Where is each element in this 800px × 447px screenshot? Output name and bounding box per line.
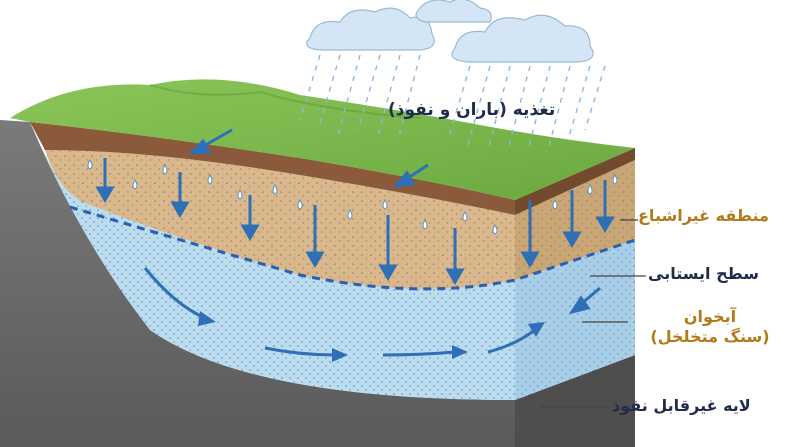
cloud-icon bbox=[306, 7, 435, 51]
flow-arrow-icon bbox=[568, 286, 601, 315]
label-impermeable-layer: لایه غیرقابل نفوذ bbox=[612, 396, 751, 415]
label-aquifer-line1: آبخوان bbox=[683, 307, 737, 326]
label-unsaturated-zone: منطقه غیراشباع bbox=[638, 206, 769, 225]
rain bbox=[299, 54, 606, 151]
water-table-line bbox=[69, 205, 636, 291]
label-aquifer: آبخوان (سنگ متخلخل) bbox=[630, 307, 790, 347]
flow-arrow-icon bbox=[143, 267, 536, 357]
topsoil-front bbox=[30, 122, 515, 215]
flow-arrow-icon bbox=[95, 158, 615, 285]
label-recharge: تغذیه (باران و نفوذ) bbox=[388, 100, 556, 120]
bedrock-left-face bbox=[0, 120, 515, 447]
raindrop-icon bbox=[87, 158, 618, 235]
topsoil-right-face bbox=[515, 148, 635, 215]
bedrock-right-face bbox=[515, 355, 635, 447]
label-water-table: سطح ایستابی bbox=[648, 264, 759, 283]
cloud-icon bbox=[415, 0, 492, 23]
grass-surface bbox=[10, 79, 635, 200]
flow-arrow-icon bbox=[198, 311, 545, 362]
flow-arrow-icon bbox=[188, 128, 429, 188]
cloud-icon bbox=[451, 14, 594, 63]
label-aquifer-line2: (سنگ متخلخل) bbox=[650, 327, 770, 346]
